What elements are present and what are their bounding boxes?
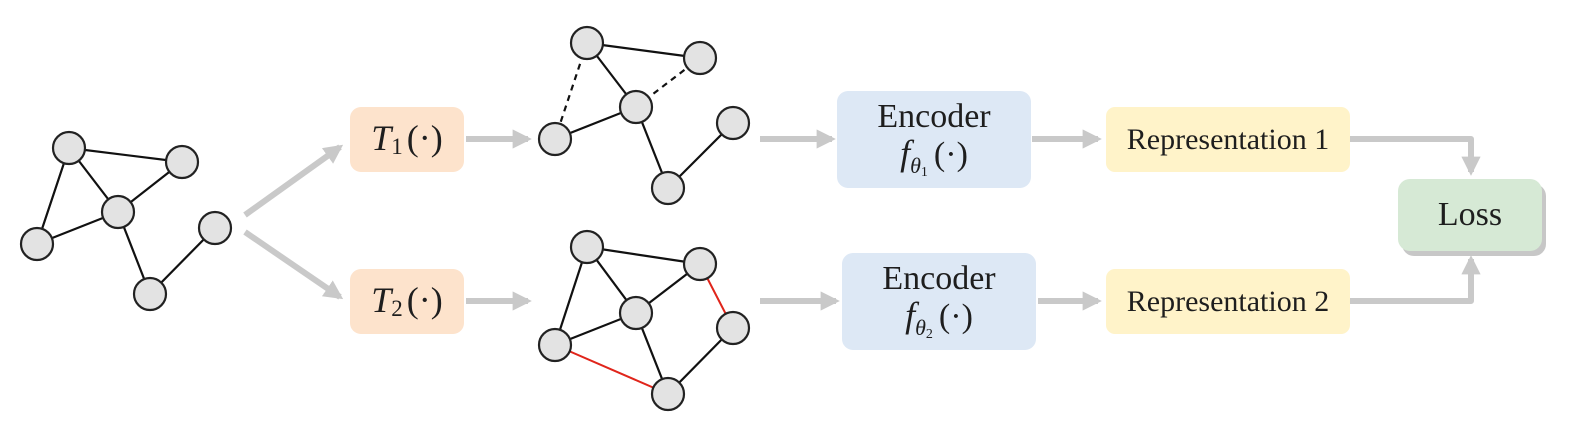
loss-label: Loss <box>1437 196 1503 234</box>
arrow-input-to-aug2 <box>243 229 344 300</box>
graph-node <box>537 121 573 157</box>
graph-node <box>569 25 605 61</box>
encoder-function: fθ2 (·) <box>905 294 973 343</box>
augmentation-label: T2(·) <box>371 279 443 321</box>
encoder-parameter: θ <box>910 152 921 178</box>
augmentation-argument: (·) <box>406 117 443 158</box>
graph-node <box>100 194 136 230</box>
augmentation-argument: (·) <box>406 279 443 320</box>
augmentation-subscript: 2 <box>391 295 403 321</box>
augmentation-label: T1(·) <box>371 117 443 159</box>
encoder-subscript: 1 <box>920 164 928 180</box>
encoder-function-symbol: f <box>900 132 911 173</box>
augmented-graph-view-1 <box>537 25 751 206</box>
arrow-input-to-aug1 <box>243 144 344 218</box>
graph-node <box>650 170 686 206</box>
graph-edge <box>586 245 701 266</box>
arrow-rep1-to-loss <box>1350 136 1481 176</box>
arrow-rep2-to-loss <box>1350 255 1481 304</box>
encoder-box-2: Encoder fθ2 (·) <box>842 253 1036 350</box>
added-edge <box>554 344 669 395</box>
encoder-subscript: 2 <box>925 326 933 342</box>
encoder-argument: (·) <box>938 297 973 335</box>
representation-label: Representation 2 <box>1126 284 1330 318</box>
graph-node <box>164 144 200 180</box>
augmentation-box-1: T1(·) <box>350 107 464 172</box>
graph-node <box>19 226 55 262</box>
graph-edge <box>586 41 701 60</box>
encoder-box-1: Encoder fθ1 (·) <box>837 91 1031 188</box>
encoder-label: Encoder <box>882 259 996 297</box>
representation-box-2: Representation 2 <box>1106 269 1350 334</box>
representation-label: Representation 1 <box>1126 122 1330 156</box>
encoder-function: fθ1 (·) <box>900 132 968 181</box>
graph-node <box>537 327 573 363</box>
graph-node <box>715 105 751 141</box>
encoder-function-symbol: f <box>905 294 916 335</box>
graph-edge <box>68 146 183 164</box>
augmentation-box-2: T2(·) <box>350 269 464 334</box>
graph-node <box>618 295 654 331</box>
graph-node <box>132 276 168 312</box>
augmentation-symbol: T <box>371 279 392 320</box>
graph-node <box>650 376 686 412</box>
augmentation-subscript: 1 <box>391 133 403 159</box>
graph-node <box>569 229 605 265</box>
graph-node <box>715 310 751 346</box>
loss-box: Loss <box>1398 179 1542 251</box>
input-graph <box>19 130 233 312</box>
flow-arrows <box>243 129 1481 311</box>
encoder-parameter: θ <box>915 314 926 340</box>
graph-node <box>682 40 718 76</box>
augmentation-symbol: T <box>371 117 392 158</box>
graph-node <box>51 130 87 166</box>
encoder-label: Encoder <box>877 97 991 135</box>
representation-box-1: Representation 1 <box>1106 107 1350 172</box>
augmented-graph-view-2 <box>537 229 751 412</box>
graph-node <box>197 210 233 246</box>
graph-edge <box>553 246 589 346</box>
graph-node <box>682 246 718 282</box>
graph-node <box>618 89 654 125</box>
encoder-argument: (·) <box>933 135 968 173</box>
